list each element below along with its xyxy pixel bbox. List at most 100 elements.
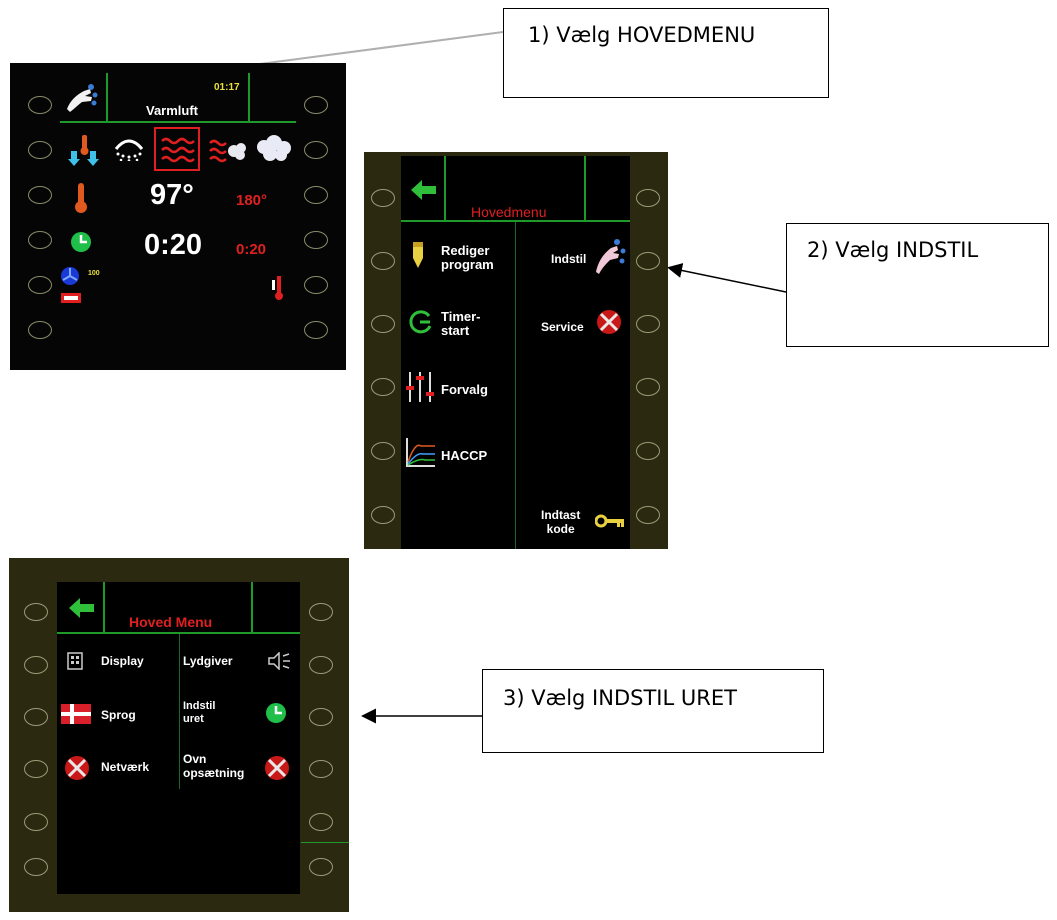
panel3-left-button-3[interactable]	[24, 708, 48, 726]
display-icon	[67, 652, 83, 670]
tray-icon	[61, 293, 81, 303]
panel1-header-vline-2	[248, 73, 250, 121]
temperature-setpoint[interactable]: 180°	[236, 192, 268, 209]
oven-panel-1: 01:17 Varmluft 97° 180° 0:20 0:20	[10, 63, 346, 370]
panel3-header-vline-1	[103, 582, 105, 632]
panel1-header-vline-1	[106, 73, 108, 121]
callout-step-3: 3) Vælg INDSTIL URET	[482, 669, 824, 753]
panel3-screen: Hoved Menu Display Sprog Netværk Lydgive…	[57, 582, 300, 894]
panel3-left-button-4[interactable]	[24, 760, 48, 778]
panel3-right-button-5[interactable]	[309, 813, 333, 831]
temperature-actual: 97°	[150, 179, 194, 211]
panel2-left-button-2[interactable]	[371, 252, 395, 270]
time-setpoint[interactable]: 0:20	[236, 241, 267, 258]
menu-display[interactable]: Display	[101, 654, 144, 668]
back-arrow-icon[interactable]	[69, 598, 95, 618]
panel2-right-button-6[interactable]	[636, 506, 660, 524]
oven-panel-3: Hoved Menu Display Sprog Netværk Lydgive…	[9, 558, 349, 912]
menu-haccp[interactable]: HACCP	[441, 448, 488, 463]
menu-timer-start[interactable]: Timer- start	[441, 309, 481, 338]
panel1-right-button-2[interactable]	[304, 141, 328, 159]
panel2-header-vline-2	[584, 156, 586, 220]
panel2-right-button-3[interactable]	[636, 315, 660, 333]
panel1-left-button-1[interactable]	[28, 96, 52, 114]
steam-combi-icon[interactable]	[208, 135, 248, 165]
panel3-right-button-4[interactable]	[309, 760, 333, 778]
panel2-right-button-1[interactable]	[636, 189, 660, 207]
callout-step-1: 1) Vælg HOVEDMENU	[503, 8, 829, 98]
panel3-right-button-2[interactable]	[309, 656, 333, 674]
panel3-title: Hoved Menu	[129, 614, 213, 630]
panel3-left-button-2[interactable]	[24, 656, 48, 674]
panel3-right-button-3[interactable]	[309, 708, 333, 726]
time-actual: 0:20	[144, 229, 203, 261]
panel1-left-button-4[interactable]	[28, 231, 52, 249]
steam-icon[interactable]	[254, 133, 294, 165]
menu-enter-code[interactable]: Indtast kode	[541, 508, 581, 536]
panel1-left-button-6[interactable]	[28, 321, 52, 339]
panel1-left-button-3[interactable]	[28, 186, 52, 204]
panel1-right-button-3[interactable]	[304, 186, 328, 204]
panel3-column-divider	[179, 634, 180, 789]
panel1-right-button-6[interactable]	[304, 321, 328, 339]
panel3-left-button-5[interactable]	[24, 813, 48, 831]
panel1-right-button-4[interactable]	[304, 231, 328, 249]
menu-set-clock[interactable]: Indstil uret	[183, 700, 216, 725]
core-probe-icon	[272, 276, 283, 300]
hot-air-icon[interactable]	[154, 127, 200, 171]
menu-edit-program[interactable]: Rediger program	[441, 243, 494, 272]
oven-panel-2: Hovedmenu Rediger program Timer- start F…	[364, 152, 668, 549]
panel3-right-button-1[interactable]	[309, 603, 333, 621]
fan-icon	[61, 267, 79, 285]
panel3-bezel-line	[301, 842, 349, 843]
network-tools-icon	[65, 756, 89, 780]
callout-step-3-text: 3) Vælg INDSTIL URET	[503, 686, 737, 710]
thermometer-down-icon[interactable]	[68, 133, 102, 167]
panel2-title: Hovedmenu	[471, 204, 547, 220]
thermometer-icon	[75, 183, 87, 213]
menu-network[interactable]: Netværk	[101, 760, 150, 774]
panel3-left-button-6[interactable]	[24, 858, 48, 876]
menu-service[interactable]: Service	[541, 320, 584, 334]
panel3-header-divider	[57, 632, 300, 634]
panel3-header-vline-2	[251, 582, 253, 632]
oven-setup-tools-icon[interactable]	[263, 754, 291, 782]
hand-tap-icon[interactable]	[64, 81, 100, 115]
panel1-right-button-1[interactable]	[304, 96, 328, 114]
preset-sliders-icon	[406, 372, 434, 402]
panel2-header-divider	[401, 220, 630, 222]
back-arrow-icon[interactable]	[411, 180, 437, 200]
panel3-right-button-6[interactable]	[309, 858, 333, 876]
panel2-left-button-4[interactable]	[371, 378, 395, 396]
shower-icon[interactable]	[112, 135, 146, 161]
panel2-left-button-5[interactable]	[371, 442, 395, 460]
menu-oven-setup[interactable]: Ovn opsætning	[183, 752, 245, 780]
panel1-right-button-5[interactable]	[304, 276, 328, 294]
panel2-left-button-6[interactable]	[371, 506, 395, 524]
panel2-left-button-3[interactable]	[371, 315, 395, 333]
service-tools-icon[interactable]	[595, 308, 623, 336]
panel2-screen: Hovedmenu Rediger program Timer- start F…	[401, 156, 630, 549]
key-icon[interactable]	[595, 514, 625, 528]
clock-icon[interactable]	[265, 702, 287, 724]
clock-icon	[71, 232, 91, 252]
panel2-column-divider	[515, 222, 516, 549]
menu-preset[interactable]: Forvalg	[441, 382, 488, 397]
menu-language[interactable]: Sprog	[101, 708, 136, 722]
menu-sound[interactable]: Lydgiver	[183, 654, 233, 668]
cooking-mode-label: Varmluft	[146, 103, 199, 118]
panel2-right-button-2[interactable]	[636, 252, 660, 270]
menu-settings[interactable]: Indstil	[551, 252, 587, 266]
timer-start-icon	[409, 310, 432, 334]
settings-hand-icon[interactable]	[593, 236, 627, 276]
panel1-left-button-2[interactable]	[28, 141, 52, 159]
panel2-right-button-4[interactable]	[636, 378, 660, 396]
panel1-header-divider	[60, 121, 296, 123]
panel1-left-button-5[interactable]	[28, 276, 52, 294]
panel3-left-button-1[interactable]	[24, 603, 48, 621]
speaker-icon[interactable]	[267, 652, 291, 670]
haccp-graph-icon	[406, 438, 435, 467]
callout-step-1-text: 1) Vælg HOVEDMENU	[528, 23, 756, 47]
panel2-right-button-5[interactable]	[636, 442, 660, 460]
panel2-left-button-1[interactable]	[371, 189, 395, 207]
